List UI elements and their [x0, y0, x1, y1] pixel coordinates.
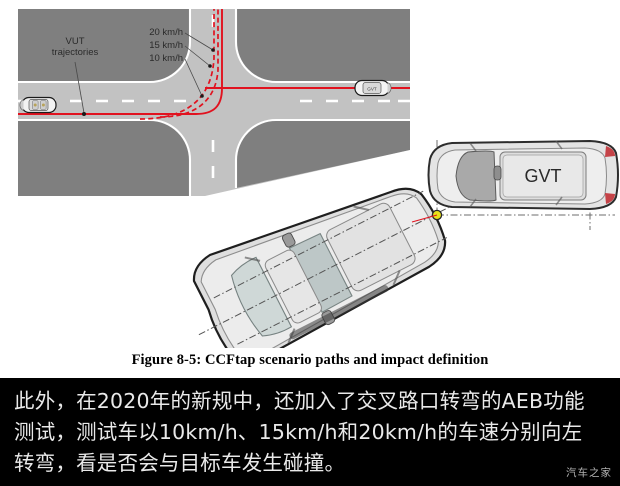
- figure-caption: Figure 8-5: CCFtap scenario paths and im…: [131, 352, 489, 368]
- vut-trajectories-label: VUT trajectories: [36, 36, 114, 58]
- impact-definition-illustration: GVT: [192, 139, 619, 348]
- speed-label-10: 10 km/h: [149, 53, 183, 64]
- impact-gvt-label: GVT: [524, 166, 561, 186]
- speed-leader-lines: [184, 32, 214, 97]
- impact-gvt-car: GVT: [427, 139, 619, 211]
- article-body: 此外，在2020年的新规中，还加入了交叉路口转弯的AEB功能 测试，测试车以10…: [14, 386, 610, 479]
- article-text-panel: 此外，在2020年的新规中，还加入了交叉路口转弯的AEB功能 测试，测试车以10…: [0, 378, 620, 486]
- intersection-map: GVT: [18, 9, 410, 196]
- speed-label-15: 15 km/h: [149, 40, 183, 51]
- kerb-lines: [18, 9, 410, 196]
- vut-label-leader: [74, 61, 86, 116]
- article-body-line-2: 测试，测试车以10km/h、15km/h和20km/h的车速分别向左: [14, 420, 583, 444]
- vut-label-line1: VUT: [65, 36, 85, 47]
- offroad-quadrants: [18, 9, 410, 196]
- article-body-line-3: 转弯，看是否会与目标车发生碰撞。: [14, 451, 346, 475]
- site-watermark: 汽车之家: [566, 467, 612, 479]
- trajectory-point-markers: [200, 48, 215, 98]
- article-body-line-1: 此外，在2020年的新规中，还加入了交叉路口转弯的AEB功能: [14, 389, 585, 413]
- speed-label-20: 20 km/h: [149, 27, 183, 38]
- map-gvt-car-label: GVT: [367, 86, 377, 91]
- impact-reference-line: [411, 214, 438, 223]
- map-vut-car: [19, 96, 57, 114]
- vut-label-line2: trajectories: [51, 47, 99, 58]
- impact-vut-car: [192, 187, 449, 348]
- map-gvt-car: GVT: [354, 79, 392, 97]
- figure-illustration: GVT VUT trajectories 20 km/h 15 km/h 10 …: [18, 9, 619, 348]
